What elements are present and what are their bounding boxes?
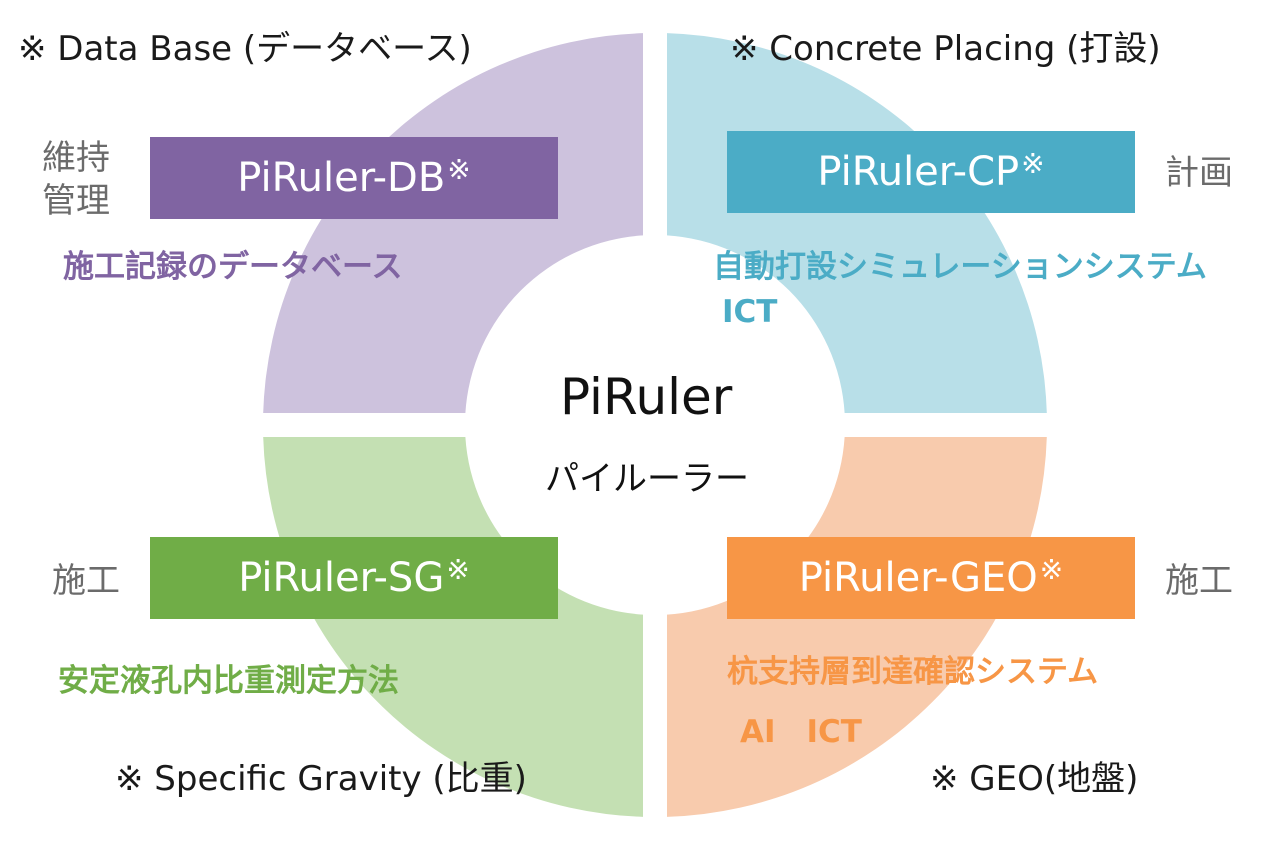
- geo-description: 杭支持層到達確認システム: [727, 654, 1099, 690]
- sg-phase-label: 施工: [52, 561, 120, 601]
- sg-mark: ※: [446, 553, 470, 586]
- cp-note: ※ Concrete Placing (打設): [730, 29, 1161, 69]
- cp-mark: ※: [1021, 147, 1045, 180]
- db-note: ※ Data Base (データベース): [18, 29, 472, 69]
- sg-description: 安定液孔内比重測定方法: [58, 663, 399, 699]
- sg-name-box: PiRuler-SG※: [150, 537, 558, 619]
- geo-note: ※ GEO(地盤): [930, 759, 1139, 799]
- sg-name: PiRuler-SG: [238, 555, 445, 601]
- cp-quadrant-segment: [667, 33, 1047, 413]
- db-phase-label: 維持 管理: [42, 137, 110, 222]
- sg-note: ※ Specific Gravity (比重): [115, 759, 527, 799]
- cp-description-sub: ICT: [722, 294, 778, 330]
- geo-description-sub: AI ICT: [740, 714, 862, 750]
- db-mark: ※: [447, 153, 471, 186]
- db-name-box: PiRuler-DB※: [150, 137, 558, 219]
- db-phase-line2: 管理: [42, 180, 110, 221]
- center-subtitle: パイルーラー: [545, 459, 749, 499]
- db-quadrant-segment: [263, 33, 643, 413]
- db-phase-line1: 維持: [42, 138, 110, 178]
- db-description: 施工記録のデータベース: [63, 249, 403, 285]
- geo-mark: ※: [1039, 553, 1064, 586]
- geo-name-box: PiRuler-GEO※: [727, 537, 1135, 619]
- center-title: PiRuler: [560, 368, 733, 426]
- geo-phase-label: 施工: [1165, 561, 1233, 601]
- geo-name: PiRuler-GEO: [798, 555, 1038, 601]
- cp-name-box: PiRuler-CP※: [727, 131, 1135, 213]
- sg-quadrant-segment: [263, 437, 643, 817]
- cp-description: 自動打設シミュレーションシステム: [713, 249, 1207, 285]
- db-name: PiRuler-DB: [237, 155, 446, 201]
- geo-quadrant-segment: [667, 437, 1047, 817]
- cp-phase-label: 計画: [1165, 153, 1233, 193]
- cp-name: PiRuler-CP: [817, 149, 1020, 195]
